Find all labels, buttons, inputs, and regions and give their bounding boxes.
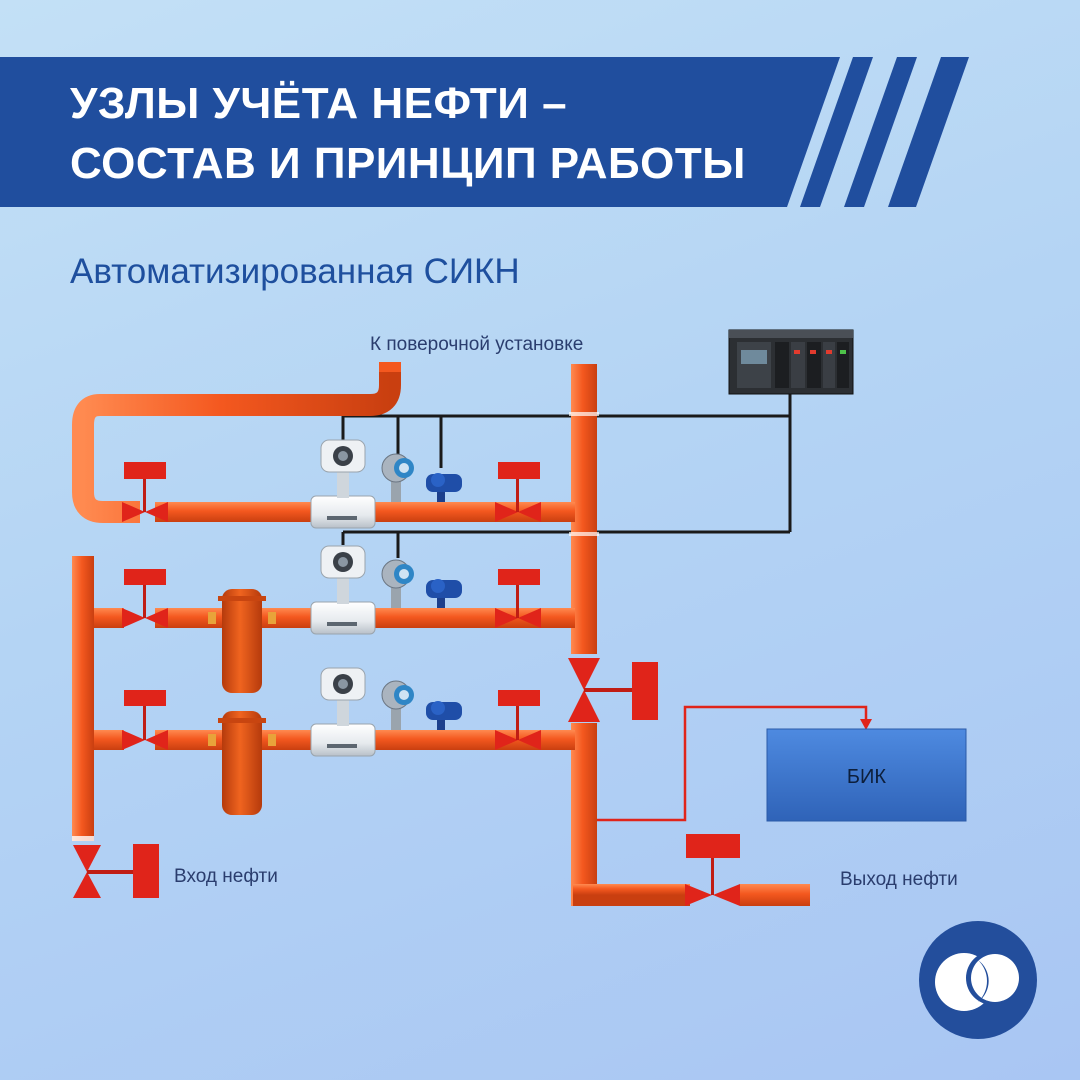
bik-arrow-icon [860, 719, 872, 730]
valve-line1-outlet [495, 462, 541, 522]
valve-outlet [685, 834, 740, 906]
temperature-transmitter-line3 [426, 701, 462, 730]
temperature-transmitters [426, 473, 462, 730]
filter-line2 [208, 589, 276, 693]
bik-box [766, 728, 967, 822]
temperature-transmitter-line2 [426, 579, 462, 608]
pressure-transmitter-line1 [381, 453, 414, 502]
valve-line2-inlet [122, 569, 168, 628]
bik-label: БИК [846, 766, 887, 788]
filters [208, 589, 276, 815]
outlet-label: Выход нефти [840, 869, 958, 890]
page-title-line-1: УЗЛЫ УЧЁТА НЕФТИ – [70, 79, 568, 128]
inlet-label: Вход нефти [174, 866, 278, 887]
valve-line3-outlet [495, 690, 541, 750]
control-cables [341, 392, 792, 558]
to-prover-label: К поверочной установке [370, 334, 584, 355]
valve-line2-outlet [495, 569, 541, 628]
plc-controller [728, 329, 854, 395]
pressure-transmitter-line3 [381, 680, 414, 730]
pressure-transmitters [381, 453, 414, 730]
logo-icon [919, 921, 1037, 1039]
valve-line1-inlet [122, 462, 168, 522]
bik-sample-line [597, 705, 868, 822]
valve-inlet [73, 844, 159, 898]
flow-meter-line1 [310, 439, 376, 529]
line-valves [73, 462, 740, 906]
pressure-transmitter-line2 [381, 559, 414, 608]
filter-line3 [208, 711, 276, 815]
flow-meter-line3 [310, 667, 376, 757]
flow-meter-line2 [310, 545, 376, 635]
valve-prover-switch [568, 658, 658, 722]
valve-line3-inlet [122, 690, 168, 750]
page-title-line-2: СОСТАВ И ПРИНЦИП РАБОТЫ [70, 139, 746, 188]
flow-meters [310, 439, 376, 757]
title-banner [0, 57, 969, 207]
temperature-transmitter-line1 [426, 473, 462, 502]
page-subtitle: Автоматизированная СИКН [70, 252, 520, 291]
